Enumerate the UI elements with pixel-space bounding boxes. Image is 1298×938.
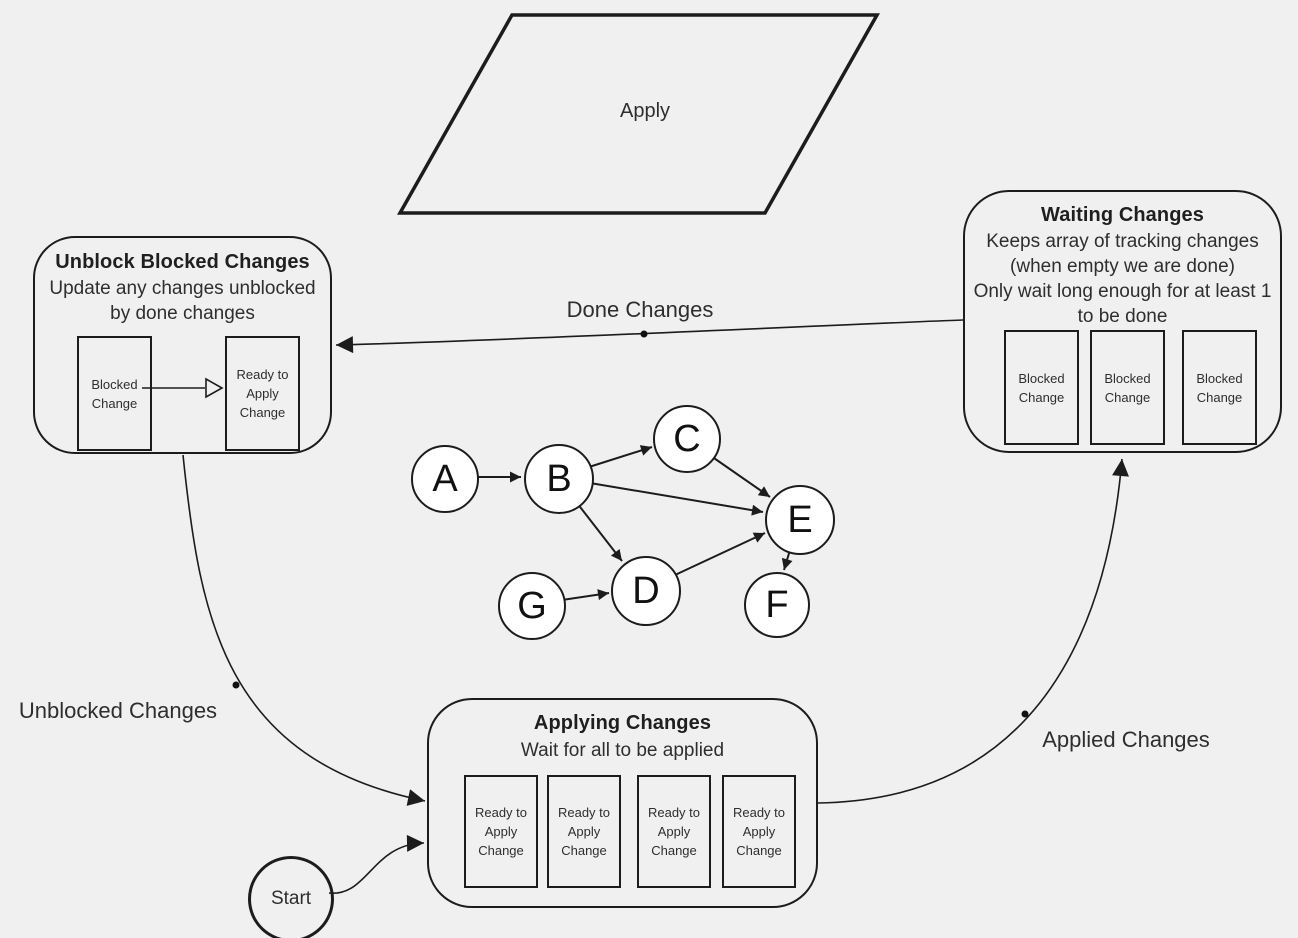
waiting-box-title: Waiting Changes [1041, 204, 1204, 226]
flow-arrow-start [328, 834, 425, 894]
flow-label-applied-changes: Applied Changes [1042, 727, 1210, 752]
waiting-box-description-line3: Only wait long enough for at least 1 to … [973, 281, 1272, 327]
graph-node-d: D [611, 556, 681, 626]
applying-box-description: Wait for all to be applied [520, 740, 725, 761]
graph-node-b: B [524, 444, 594, 514]
blocked-change-card: Blocked Change [1004, 330, 1079, 445]
ready-to-apply-change-card: Ready to Apply Change [637, 775, 711, 888]
flow-dot-done [640, 330, 648, 338]
edge-b-e [589, 482, 764, 516]
ready-to-apply-change-card: Ready to Apply Change [547, 775, 621, 888]
edge-b-d [576, 502, 623, 562]
blocked-change-card: Blocked Change [1182, 330, 1257, 445]
waiting-box-description-line1: Keeps array of tracking changes [986, 231, 1259, 252]
graph-node-a: A [411, 445, 479, 513]
unblock-box-description: Update any changes unblocked by done cha… [49, 278, 316, 324]
apply-parallelogram-shape [396, 13, 881, 215]
unblock-inner-open-arrowhead [205, 377, 224, 399]
edge-b-c [588, 445, 653, 468]
flow-arrow-unblocked-changes [182, 454, 426, 806]
apply-label: Apply [619, 100, 671, 122]
ready-to-apply-change-card: Ready to Apply Change [464, 775, 538, 888]
flow-dot-applied [1021, 710, 1029, 718]
flow-label-done-changes: Done Changes [566, 297, 714, 322]
flow-dot-unblocked [232, 681, 240, 689]
blocked-change-card: Blocked Change [77, 336, 152, 451]
flow-arrow-done-changes [335, 319, 964, 354]
edge-d-e [674, 532, 766, 576]
edge-c-e [710, 455, 771, 498]
unblock-blocked-changes-box: Unblock Blocked Changes Update any chang… [33, 236, 332, 454]
ready-to-apply-change-card: Ready to Apply Change [722, 775, 796, 888]
blocked-change-card: Blocked Change [1090, 330, 1165, 445]
graph-node-f: F [744, 572, 810, 638]
edge-g-d [561, 589, 610, 601]
graph-node-g: G [498, 572, 566, 640]
waiting-changes-box: Waiting Changes Keeps array of tracking … [963, 190, 1282, 453]
ready-to-apply-change-card: Ready to Apply Change [225, 336, 300, 451]
waiting-box-description-line2: (when empty we are done) [1010, 256, 1235, 277]
applying-box-title: Applying Changes [533, 712, 712, 734]
applying-changes-box: Applying Changes Wait for all to be appl… [427, 698, 818, 908]
flow-label-unblocked-changes: Unblocked Changes [18, 698, 218, 723]
flow-arrow-applied-changes [817, 458, 1129, 804]
unblock-box-title: Unblock Blocked Changes [55, 251, 310, 273]
graph-node-c: C [653, 405, 721, 473]
start-label: Start [270, 888, 312, 909]
start-node: Start [248, 856, 334, 938]
graph-node-e: E [765, 485, 835, 555]
